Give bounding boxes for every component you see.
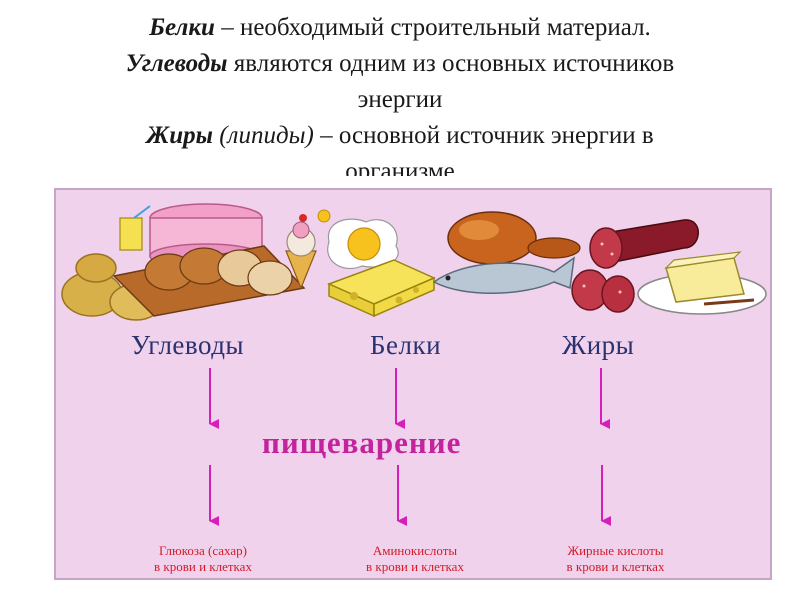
header-line-proteins: Белки – необходимый строительный материа… — [149, 14, 651, 41]
label-fats: Жиры — [562, 330, 635, 360]
header-line-carbs: Углеводы являются одним из основных исто… — [125, 50, 675, 77]
fish-icon — [432, 256, 575, 294]
carbs-term: Углеводы — [125, 50, 228, 77]
fried-egg-icon — [317, 209, 399, 270]
roast-chicken-icon — [447, 211, 581, 265]
result-fatty-acids: Жирные кислоты в крови и клетках — [566, 543, 665, 574]
potato-icon — [61, 253, 163, 321]
header-text: Белки – необходимый строительный материа… — [0, 10, 800, 176]
label-carbohydrates: Углеводы — [131, 330, 245, 360]
bread-icon — [112, 245, 306, 317]
header-line-fats: Жиры (липиды) – основной источник энерги… — [146, 122, 654, 149]
proteins-term: Белки — [149, 14, 215, 41]
cheese-icon — [327, 259, 436, 318]
ice-cream-icon — [285, 214, 317, 290]
header-line-energy: энергии — [357, 86, 443, 113]
sausage-icon — [571, 219, 699, 313]
label-proteins: Белки — [370, 330, 442, 360]
result-glucose: Глюкоза (сахар) в крови и клетках — [154, 543, 252, 574]
butter-icon — [637, 251, 767, 315]
fats-term: Жиры — [146, 122, 213, 149]
digestion-label: пищеварение — [262, 425, 462, 460]
food-illustration — [61, 203, 767, 321]
result-amino-acids: Аминокислоты в крови и клетках — [366, 543, 464, 574]
header-line-organism: организме — [345, 158, 455, 176]
